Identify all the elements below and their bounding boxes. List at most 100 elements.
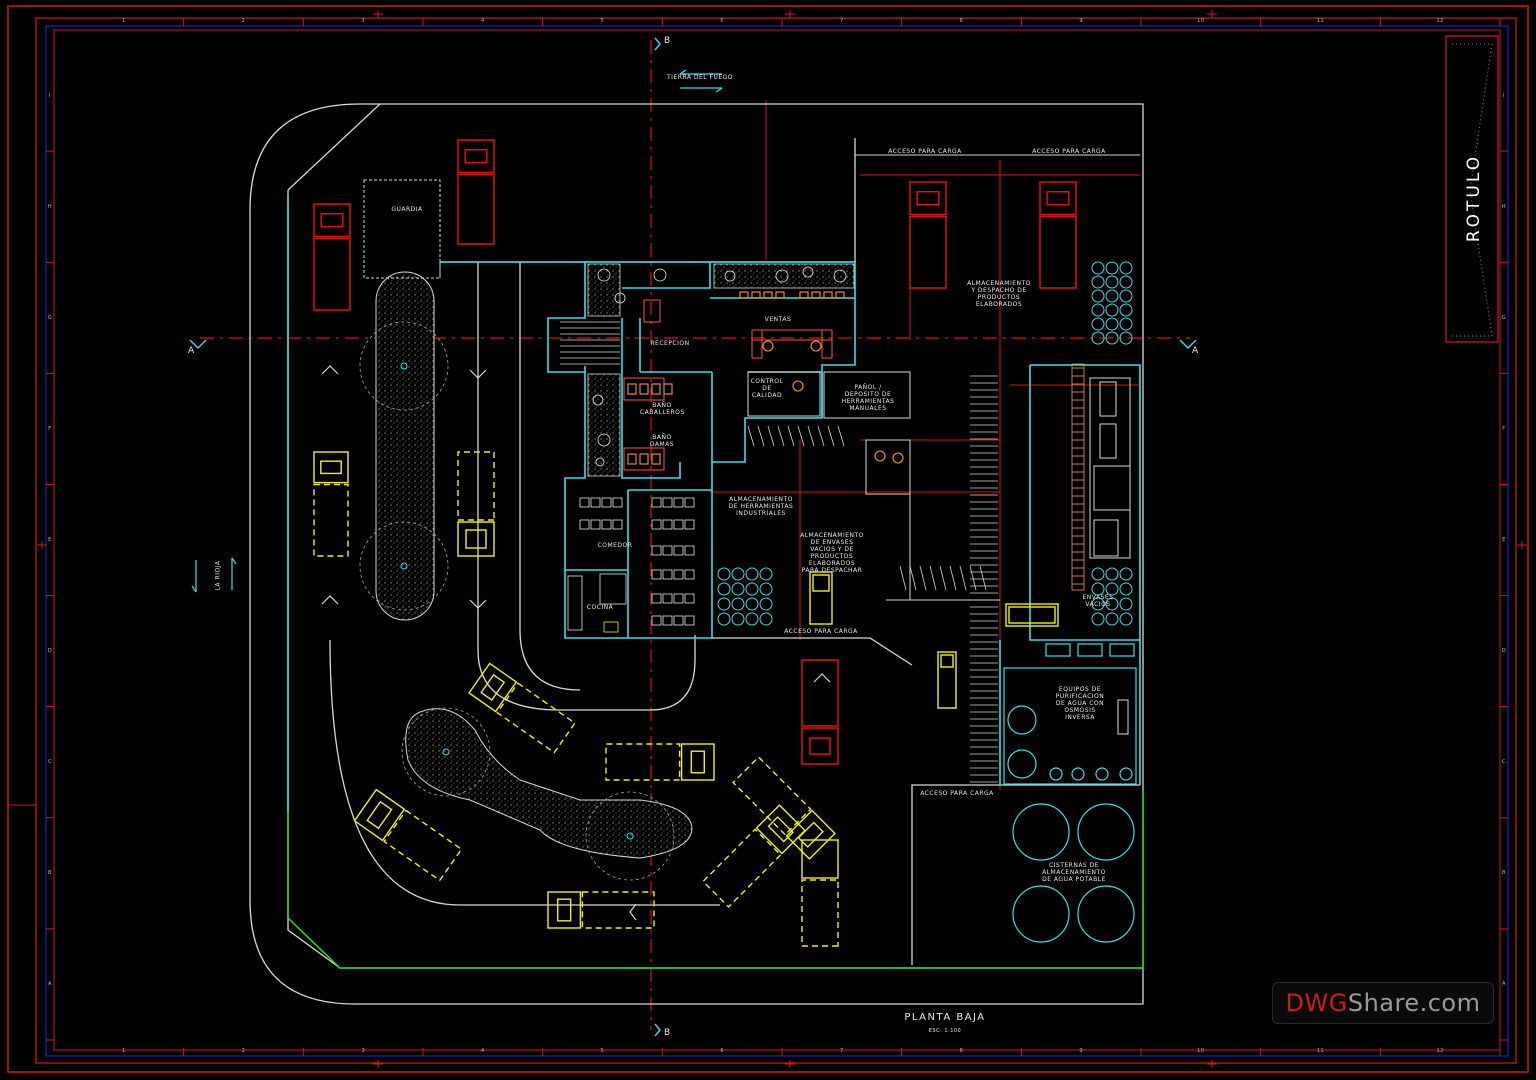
chair-fixture — [810, 340, 822, 352]
orange-fixtures — [627, 291, 904, 465]
table-seat — [662, 593, 673, 604]
truck-cab — [313, 451, 349, 484]
red-truck — [801, 659, 839, 765]
forklift — [809, 571, 833, 625]
table-seat — [590, 497, 601, 508]
drum — [1119, 567, 1133, 581]
kitchen-counter — [567, 575, 583, 631]
ramp-line — [757, 425, 765, 447]
access-carga-3: ACCESO PARA CARGA — [784, 628, 858, 635]
section-axes — [200, 40, 1190, 1030]
forklift — [937, 651, 957, 709]
truck-cab — [457, 521, 495, 557]
grid-column-label: 6 — [720, 1048, 724, 1054]
drum — [1105, 582, 1119, 596]
table-seat — [684, 497, 695, 508]
drum — [1119, 275, 1133, 289]
table-seat — [651, 593, 662, 604]
table-seat — [601, 497, 612, 508]
grid-row-label: E — [1502, 537, 1506, 543]
room-envases-vacios: ENVASES VACIOS — [1082, 594, 1114, 608]
landscape-edge — [287, 790, 1144, 969]
drum — [1119, 582, 1133, 596]
grid-column-label: 9 — [1079, 1048, 1083, 1054]
drum — [745, 567, 759, 581]
drum — [1105, 597, 1119, 611]
table-seat — [651, 519, 662, 530]
ramp-line — [787, 425, 795, 447]
truck-trailer — [313, 483, 349, 557]
drum — [1091, 567, 1105, 581]
drum — [745, 612, 759, 626]
chair-fixture — [892, 452, 904, 464]
truck-window — [557, 898, 572, 922]
grid-column-label: 12 — [1436, 1048, 1444, 1054]
drum — [1105, 331, 1119, 345]
shelf-fixture — [763, 291, 773, 299]
table-seat — [662, 545, 673, 556]
red-truck — [313, 203, 351, 311]
forklift-seat — [1008, 606, 1056, 624]
grid-row-label: E — [48, 537, 52, 543]
section-b-top: B — [664, 36, 671, 46]
truck-trailer — [801, 879, 839, 947]
title-block-label: ROTULO — [1464, 153, 1484, 243]
drum — [731, 567, 745, 581]
street-top-label: TIERRA DEL FUEGO — [667, 74, 733, 81]
grid-column-label: 7 — [839, 1048, 844, 1054]
interior-planters — [587, 263, 855, 477]
room-almacen-productos: ALMACENAMIENTO Y DESPACHO DE PRODUCTOS E… — [967, 280, 1031, 308]
dining-tables — [567, 497, 695, 633]
drum — [731, 597, 745, 611]
ramp-line — [837, 425, 845, 447]
forklift-seat — [812, 574, 830, 592]
grid-column-label: 2 — [241, 1048, 246, 1054]
truck-window — [480, 673, 506, 702]
table-seat — [684, 615, 695, 626]
drum — [717, 567, 731, 581]
table-seat — [673, 569, 684, 580]
truck-trailer — [457, 173, 495, 245]
table-seat — [684, 545, 695, 556]
grid-column-label: 9 — [1079, 18, 1083, 24]
room-panol: PAÑOL / DEPOSITO DE HERRAMIENTAS MANUALE… — [841, 384, 895, 412]
table-seat — [662, 569, 673, 580]
grid-ticks — [37, 10, 1527, 1068]
table-seat — [684, 519, 695, 530]
yellow-truck — [547, 891, 655, 929]
truck-window — [1046, 190, 1070, 206]
grid-row-label: B — [48, 870, 52, 877]
ramp-line — [827, 425, 835, 447]
access-carga-4: ACCESO PARA CARGA — [920, 790, 994, 797]
drum — [1119, 331, 1133, 345]
truck-cab — [468, 662, 518, 713]
table-seat — [579, 497, 590, 508]
forklift-seat — [940, 654, 954, 668]
yellow-truck — [468, 662, 576, 754]
circle-centers — [400, 362, 634, 840]
street-left-label: LA RIOJA — [214, 560, 222, 591]
shelf-fixture — [811, 291, 821, 299]
room-cocina: COCINA — [586, 604, 614, 611]
interior-walls — [363, 154, 1140, 601]
drum — [745, 582, 759, 596]
center-mark — [373, 1060, 383, 1068]
table-seat — [612, 497, 623, 508]
shelf-fixture — [775, 291, 785, 299]
red-truck — [457, 139, 495, 245]
yellow-truck — [702, 804, 806, 908]
truck-trailer — [909, 215, 947, 289]
grid-column-label: 4 — [480, 18, 485, 24]
ramp-line — [929, 565, 937, 591]
grid-column-label: 11 — [1316, 1048, 1325, 1054]
table-seat — [673, 615, 684, 626]
center-mark — [37, 541, 47, 549]
grid-row-label: B — [1502, 870, 1506, 877]
turning-circles — [359, 321, 675, 881]
truck-cab — [457, 139, 495, 174]
truck-window — [320, 212, 344, 228]
room-almacen-herramientas: ALMACENAMIENTO DE HERRAMIENTAS INDUSTRIA… — [728, 496, 794, 517]
truck-cab — [313, 203, 351, 238]
drum — [745, 597, 759, 611]
drum — [1091, 331, 1105, 345]
